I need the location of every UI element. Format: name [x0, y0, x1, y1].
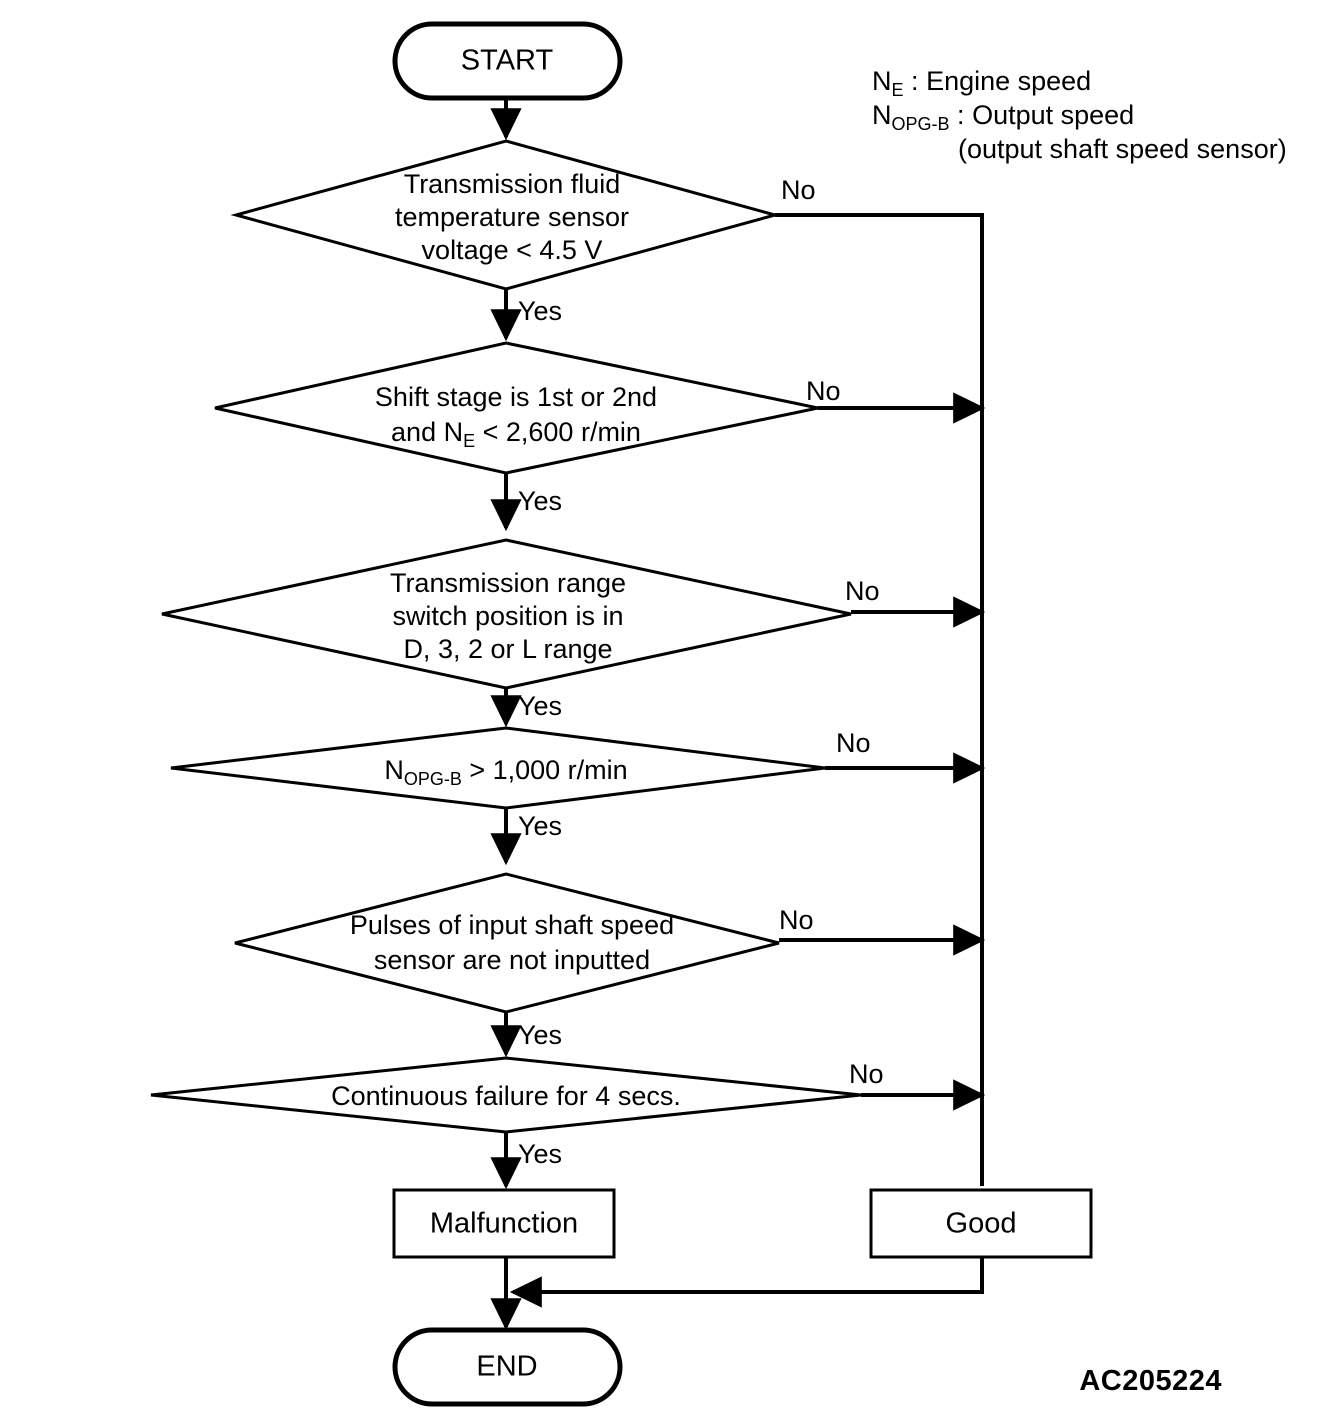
decision-2-line-0: Shift stage is 1st or 2nd [375, 382, 657, 412]
decision-3-no-label: No [845, 576, 880, 606]
figure-code: AC205224 [1079, 1365, 1222, 1397]
good-label: Good [946, 1208, 1017, 1240]
decision-5-line-0: Pulses of input shaft speed [350, 910, 674, 940]
decision-6-line-0: Continuous failure for 4 secs. [331, 1081, 681, 1111]
decision-5-line-1: sensor are not inputted [374, 945, 650, 975]
decision-1-no-label: No [781, 175, 816, 205]
decision-1-yes-label: Yes [518, 296, 562, 326]
decision-3-line-0: Transmission range [390, 568, 626, 598]
malfunction-label: Malfunction [430, 1208, 578, 1240]
malfunction-shape [392, 1188, 616, 1259]
decision-6-no-label: No [849, 1059, 884, 1089]
node-malfunction: Malfunction [392, 1188, 616, 1259]
good-shape [869, 1188, 1093, 1259]
end-label: END [476, 1351, 537, 1383]
decision-5-yes-label: Yes [518, 1020, 562, 1050]
legend-row-1: NOPG-B : Output speed [872, 100, 1134, 134]
node-end: END [392, 1327, 623, 1407]
end-shape [392, 1327, 623, 1407]
legend-separator-1: : [957, 100, 965, 130]
legend-definition-2: (output shaft speed sensor) [958, 134, 1287, 164]
edge-decision-1-no-bus [775, 213, 984, 1186]
decision-3-yes-label: Yes [518, 691, 562, 721]
decision-4-yes-label: Yes [518, 811, 562, 841]
edge-good-to-end-merge [509, 1257, 984, 1308]
decision-range-switch: Transmission range switch position is in… [161, 538, 852, 690]
decision-3-line-1: switch position is in [392, 601, 623, 631]
decision-2-no-label: No [806, 376, 841, 406]
decision-continuous-failure: Continuous failure for 4 secs. [150, 1056, 862, 1134]
legend-row-2: (output shaft speed sensor) [958, 134, 1287, 164]
decision-3-line-2: D, 3, 2 or L range [403, 634, 612, 664]
decision-5-shape [234, 872, 780, 1014]
decision-2-yes-label: Yes [518, 486, 562, 516]
decision-4-no-label: No [836, 728, 871, 758]
decision-2-line-1: and NE < 2,600 r/min [391, 417, 641, 451]
legend-definition-1: Output speed [972, 100, 1134, 130]
legend-symbol-0: N [872, 66, 892, 96]
decision-input-pulses: Pulses of input shaft speed sensor are n… [234, 872, 780, 1014]
decision-output-speed: NOPG-B > 1,000 r/min [170, 726, 826, 810]
legend-row-0: NE : Engine speed [872, 66, 1091, 100]
decision-fluid-temp-voltage: Transmission fluid temperature sensor vo… [230, 139, 781, 291]
node-start: START [392, 21, 623, 101]
legend-separator-0: : [911, 66, 919, 96]
node-good: Good [869, 1188, 1093, 1259]
legend-subscript-1: OPG-B [892, 114, 950, 134]
start-label: START [461, 45, 554, 77]
decision-1-line-0: Transmission fluid [404, 169, 621, 199]
legend-symbol-1: N [872, 100, 892, 130]
decision-1-line-1: temperature sensor [395, 202, 629, 232]
legend-subscript-0: E [892, 80, 904, 100]
decision-1-line-2: voltage < 4.5 V [422, 235, 603, 265]
legend: NE : Engine speed NOPG-B : Output speed … [872, 66, 1287, 164]
decision-6-yes-label: Yes [518, 1139, 562, 1169]
decision-5-no-label: No [779, 905, 814, 935]
legend-definition-0: Engine speed [926, 66, 1091, 96]
decision-shift-stage: Shift stage is 1st or 2nd and NE < 2,600… [214, 341, 819, 475]
decision-4-line-0: NOPG-B > 1,000 r/min [384, 755, 627, 789]
